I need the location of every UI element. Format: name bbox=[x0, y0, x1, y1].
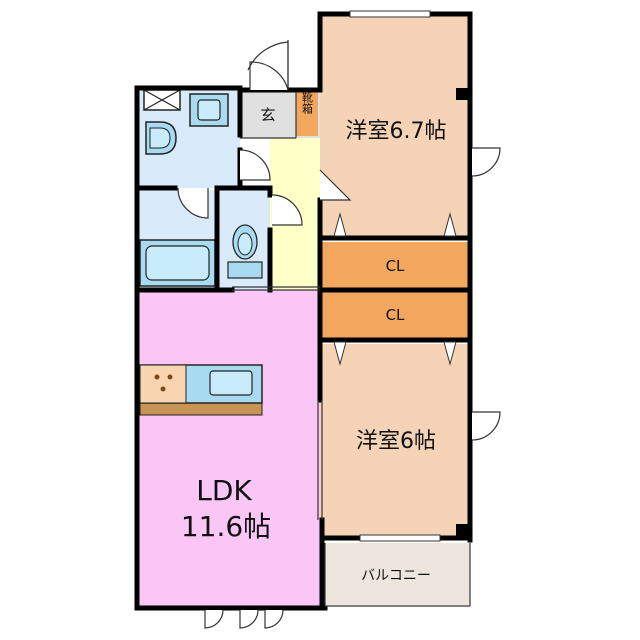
balcony-label: バルコニー bbox=[361, 568, 431, 584]
pillar bbox=[456, 524, 468, 536]
kitchen-counter bbox=[139, 364, 263, 416]
bedroom-2-floor bbox=[320, 344, 470, 538]
closet-upper-label: CL bbox=[386, 257, 405, 275]
shoe-cabinet bbox=[296, 92, 318, 136]
thin-partitions bbox=[232, 92, 471, 607]
balcony-floor bbox=[325, 543, 470, 605]
bedroom-2-label: 洋室6帖 bbox=[356, 429, 436, 454]
ldk-label-line2: 11.6帖 bbox=[181, 510, 271, 543]
shoe-cabinet-label: 靴箱 bbox=[301, 91, 314, 115]
washing-machine-pan bbox=[143, 89, 181, 111]
window-balcony bbox=[359, 534, 441, 542]
doors bbox=[177, 40, 501, 629]
closet-door-markers bbox=[333, 212, 457, 366]
window-top bbox=[349, 10, 431, 18]
toilet bbox=[227, 224, 263, 279]
ldk-floor bbox=[137, 290, 320, 608]
closet-lower-label: CL bbox=[386, 306, 405, 324]
ldk-label-line1: LDK bbox=[196, 474, 252, 507]
pillar bbox=[456, 88, 468, 100]
bedroom-1-label: 洋室6.7帖 bbox=[346, 119, 447, 144]
bathtub bbox=[139, 239, 216, 287]
wash-basin bbox=[189, 93, 229, 127]
closet-upper-floor bbox=[320, 242, 470, 288]
closet-lower-floor bbox=[320, 292, 470, 338]
bidet-fixture bbox=[145, 121, 177, 155]
entrance-label: 玄 bbox=[260, 106, 275, 124]
